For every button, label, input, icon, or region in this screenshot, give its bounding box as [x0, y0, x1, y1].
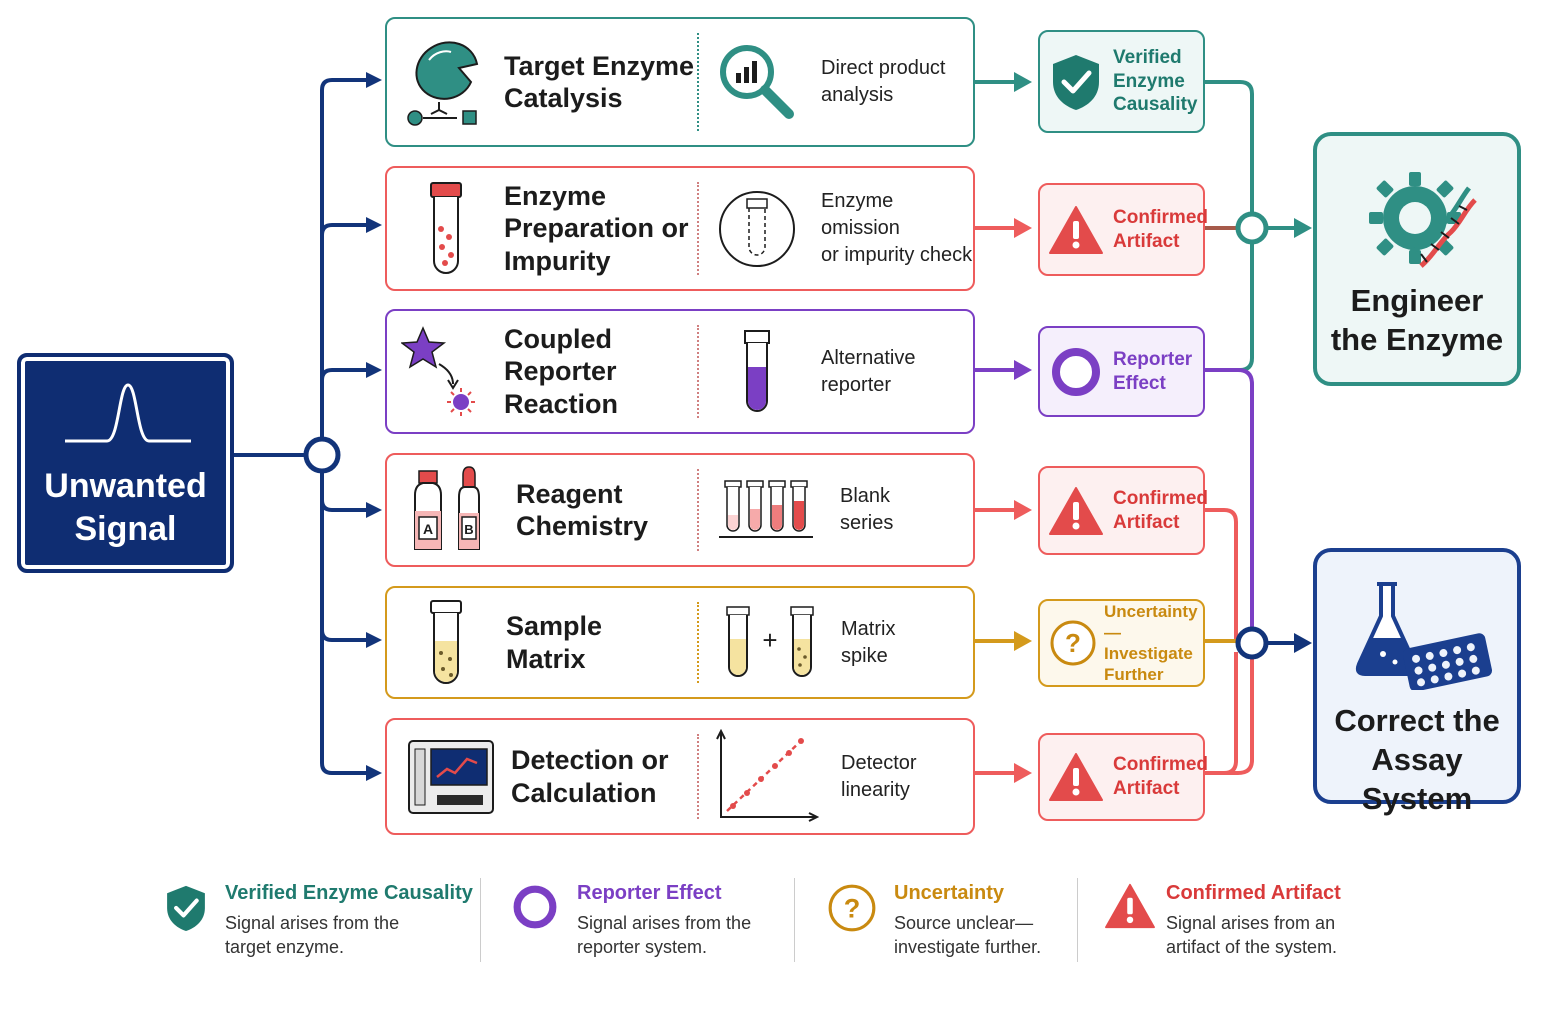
cause-row-detection[interactable]: Detection or Calculation Detector linear…: [385, 718, 975, 835]
svg-text:+: +: [762, 625, 777, 655]
ring-icon: [1052, 347, 1100, 396]
source-hub: [303, 436, 341, 474]
test-label: Direct product analysis: [821, 57, 946, 106]
correct-assay-box[interactable]: Correct the Assay System: [1313, 548, 1521, 816]
cause-row-enzyme-preparation[interactable]: Enzyme Preparation or Impurity Enzyme om…: [385, 166, 975, 291]
svg-text:?: ?: [844, 893, 861, 923]
peak-signal-icon: [65, 383, 191, 443]
question-circle-icon: ?: [828, 884, 876, 932]
tube-plus-tube-icon: +: [726, 605, 814, 677]
legend-desc: Signal arises from the reporter system.: [577, 913, 752, 958]
yellow-tube-icon: [430, 599, 462, 684]
outcome-label: Confirmed Artifact: [1113, 487, 1208, 533]
outcome-label: Confirmed Artifact: [1113, 206, 1208, 252]
engineer-hub: [1235, 211, 1269, 245]
enzyme-icon: [407, 41, 479, 126]
legend-desc: Signal arises from the target enzyme.: [225, 913, 400, 958]
magnifier-chart-icon: [720, 45, 794, 119]
unwanted-signal-box[interactable]: Unwanted Signal: [17, 353, 234, 573]
linearity-plot-icon: [716, 728, 819, 822]
cause-row-sample-matrix[interactable]: Sample Matrix + Matrix spike: [385, 586, 975, 699]
warning-triangle-icon: [1049, 205, 1103, 254]
test-label: Enzyme omission or impurity check: [821, 190, 973, 266]
warning-triangle-icon: [1105, 883, 1155, 929]
tube-rack-icon: [719, 480, 813, 538]
cause-row-target-enzyme[interactable]: Target Enzyme Catalysis Direct product a…: [385, 17, 975, 147]
outcome-artifact-2[interactable]: Confirmed Artifact: [1038, 466, 1208, 555]
legend-verified: Verified Enzyme Causality Signal arises …: [163, 878, 473, 968]
legend-divider: [794, 878, 795, 962]
question-circle-icon: ?: [1050, 620, 1096, 666]
outcome-artifact-3[interactable]: Confirmed Artifact: [1038, 733, 1208, 821]
cause-label: Coupled Reporter Reaction: [504, 323, 619, 419]
warning-triangle-icon: [1049, 753, 1103, 801]
legend-reporter: Reporter Effect Signal arises from the r…: [510, 878, 790, 968]
legend-artifact: Confirmed Artifact Signal arises from an…: [1104, 878, 1364, 968]
cause-row-coupled-reporter[interactable]: Coupled Reporter Reaction Alternative re…: [385, 309, 975, 434]
outcome-label: Reporter Effect: [1113, 348, 1193, 394]
instrument-icon: [408, 739, 494, 814]
outcome-artifact-1[interactable]: Confirmed Artifact: [1038, 183, 1208, 276]
engineer-enzyme-box[interactable]: Engineer the Enzyme: [1313, 132, 1521, 386]
test-label: Matrix spike: [841, 617, 896, 667]
bottle-label-b: B: [464, 522, 473, 537]
reagent-bottles-icon: A B: [414, 466, 480, 550]
test-label: Blank series: [840, 485, 894, 534]
legend-uncertainty: ? Uncertainty Source unclear— investigat…: [826, 878, 1066, 968]
bottle-label-a: A: [423, 521, 433, 537]
outcome-label: Confirmed Artifact: [1113, 754, 1208, 799]
legend-title: Confirmed Artifact: [1166, 882, 1341, 904]
legend-desc: Signal arises from an artifact of the sy…: [1166, 913, 1338, 958]
star-reporter-icon: [401, 325, 475, 416]
cause-label: Detection or Calculation: [511, 745, 669, 808]
outcome-verified[interactable]: Verified Enzyme Causality: [1038, 30, 1205, 133]
test-tube-dots-icon: [430, 181, 462, 274]
outcome-uncertainty[interactable]: ? Uncertainty— Investigate Further: [1038, 599, 1205, 687]
test-label: Detector linearity: [841, 751, 917, 801]
flask-plate-icon: [1355, 582, 1492, 690]
cause-label: Enzyme Preparation or Impurity: [504, 180, 689, 276]
legend-title: Verified Enzyme Causality: [225, 882, 473, 904]
gear-dna-icon: [1369, 172, 1477, 268]
ring-icon: [513, 885, 557, 929]
purple-tube-icon: [744, 329, 770, 412]
cause-label: Reagent Chemistry: [516, 478, 649, 541]
test-label: Alternative reporter: [821, 346, 916, 396]
outcome-label: Verified Enzyme Causality: [1113, 46, 1198, 116]
cause-label: Target Enzyme Catalysis: [504, 50, 695, 113]
legend-divider: [480, 878, 481, 962]
empty-tube-circle-icon: [719, 190, 795, 267]
shield-check-icon: [167, 885, 205, 931]
legend-title: Reporter Effect: [577, 882, 722, 904]
legend-title: Uncertainty: [894, 882, 1005, 904]
legend-desc: Source unclear— investigate further.: [894, 913, 1042, 958]
assay-hub: [1235, 626, 1269, 660]
cause-row-reagent-chemistry[interactable]: A B Reagent Chemistry Blank series: [385, 453, 975, 567]
correct-assay-label: Correct the Assay System: [1334, 703, 1500, 816]
shield-check-icon: [1053, 54, 1099, 110]
outcome-label: Uncertainty— Investigate Further: [1104, 601, 1198, 685]
warning-triangle-icon: [1049, 486, 1103, 535]
outcome-reporter[interactable]: Reporter Effect: [1038, 326, 1205, 417]
legend-divider: [1077, 878, 1078, 962]
unwanted-signal-label: Unwanted Signal: [44, 467, 207, 548]
engineer-enzyme-label: Engineer the Enzyme: [1330, 283, 1504, 357]
svg-text:?: ?: [1065, 628, 1081, 658]
cause-label: Sample Matrix: [506, 611, 603, 674]
